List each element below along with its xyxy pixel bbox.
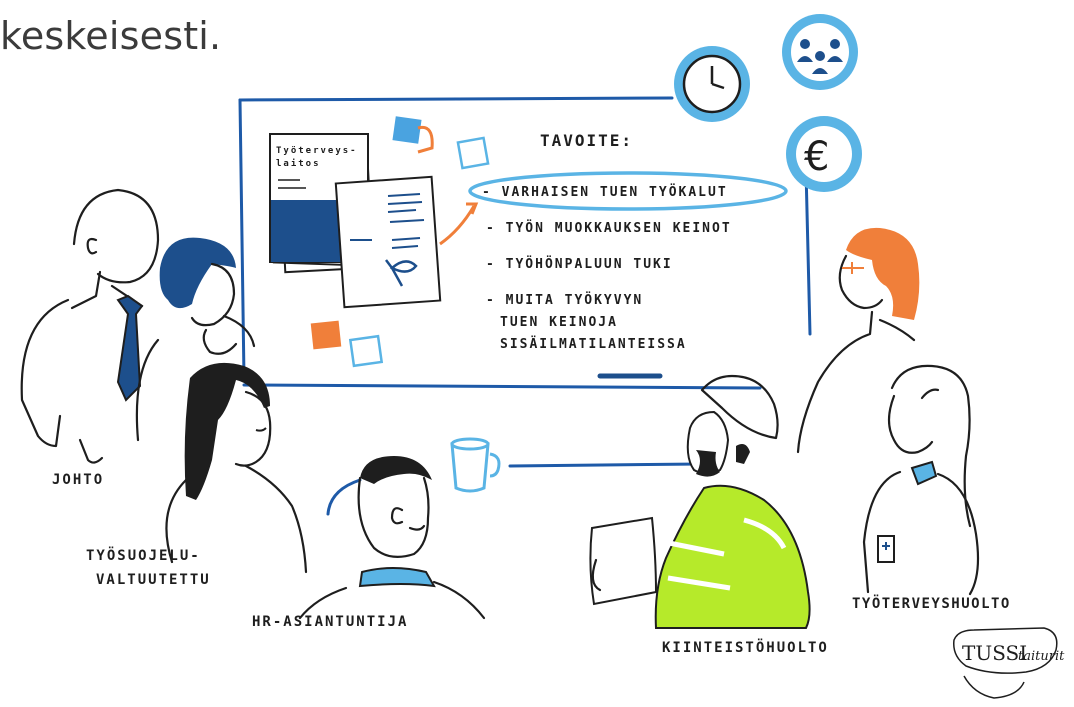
person-woman-navy-hair xyxy=(135,237,256,442)
logo-part-2: taiturit xyxy=(1018,649,1065,664)
document-stack: Työterveys- laitos xyxy=(269,133,442,309)
arrow-icon xyxy=(439,205,476,246)
logo-part-1: TUSSI xyxy=(962,641,1027,665)
caption-text: keskeisesti. xyxy=(0,14,222,58)
coffee-mug-icon xyxy=(450,437,501,493)
board-item-1: - VARHAISEN TUEN TYÖKALUT xyxy=(482,184,728,200)
board-item-5: TUEN KEINOJA xyxy=(500,315,618,330)
svg-text:€: € xyxy=(804,134,829,180)
label-hr-asiantuntija: HR-ASIANTUNTIJA xyxy=(252,614,409,630)
sticky-notes xyxy=(310,116,490,368)
clock-icon xyxy=(674,46,750,122)
person-hr xyxy=(298,456,486,620)
people-icon xyxy=(782,14,858,90)
person-kiinteistohuolto xyxy=(589,374,811,629)
tussitaiturit-logo: TUSSI taiturit xyxy=(953,627,1065,699)
document-title-line2: laitos xyxy=(276,158,321,169)
euro-icon: € xyxy=(786,116,862,192)
board-heading: TAVOITE: xyxy=(540,131,633,150)
whiteboard xyxy=(238,96,812,390)
person-braided-hair xyxy=(165,362,308,574)
board-item-2: - TYÖN MUOKKAUKSEN KEINOT xyxy=(486,220,732,236)
person-tyoterveyshuolto xyxy=(862,364,980,596)
label-kiinteistohuolto: KIINTEISTÖHUOLTO xyxy=(662,640,829,656)
highlight-oval xyxy=(468,171,788,211)
document-title-line1: Työterveys- xyxy=(276,146,358,156)
label-tyoterveyshuolto: TYÖTERVEYSHUOLTO xyxy=(852,596,1011,612)
board-item-4: - MUITA TYÖKYVYN xyxy=(486,292,643,308)
person-woman-orange-hair xyxy=(796,227,920,454)
board-item-3: - TYÖHÖNPALUUN TUKI xyxy=(486,256,673,272)
label-tyosuojelu-line1: TYÖSUOJELU- xyxy=(86,548,201,564)
label-johto: JOHTO xyxy=(52,472,105,488)
board-item-6: SISÄILMATILANTEISSA xyxy=(500,336,687,352)
person-johto xyxy=(20,188,160,464)
label-tyosuojelu-line2: VALTUUTETTU xyxy=(96,572,211,588)
